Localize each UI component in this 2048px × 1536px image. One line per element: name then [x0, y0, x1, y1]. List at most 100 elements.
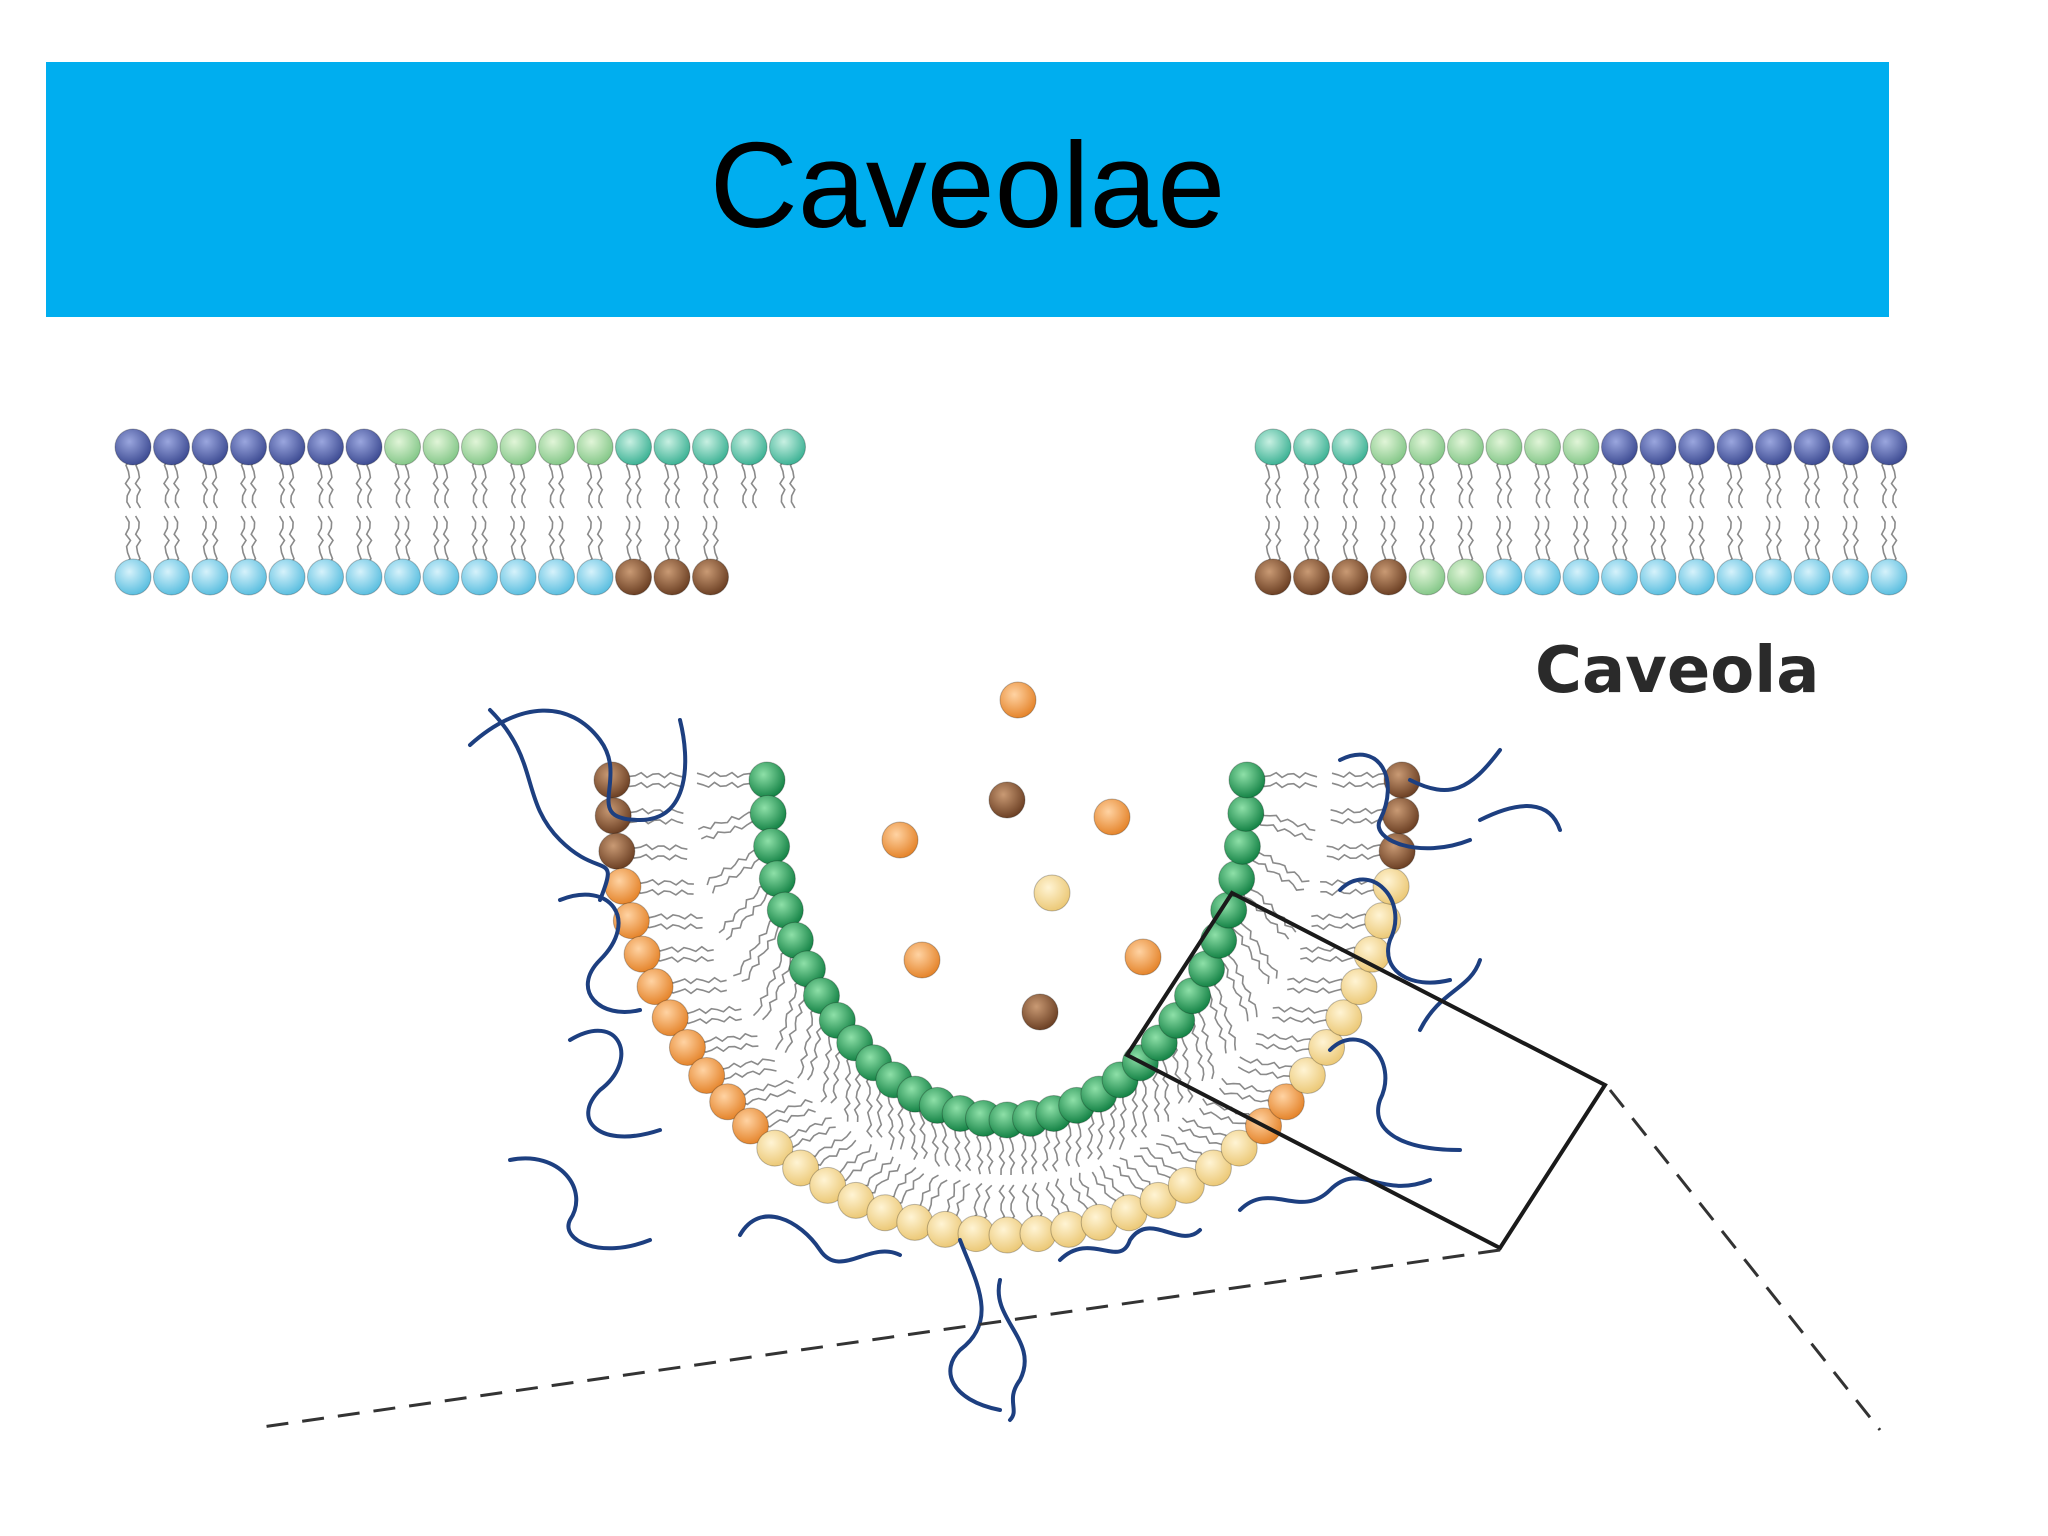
lipid-head [651, 999, 689, 1037]
lipid-head [809, 1166, 847, 1204]
lipid-head [268, 428, 306, 466]
lipid-head [688, 1056, 726, 1094]
lipid-head [576, 428, 614, 466]
lipid-head [1562, 428, 1600, 466]
lipid-head [749, 794, 787, 832]
caveolin-strand [1418, 958, 1482, 1032]
lipid-head [653, 428, 691, 466]
lipid-head [1755, 428, 1792, 466]
lipid-head [730, 428, 768, 466]
lipid-head [1364, 902, 1402, 940]
lipid-head [1447, 428, 1484, 466]
lipid-head [1832, 428, 1869, 466]
caveolin-strand [1328, 1037, 1462, 1152]
title-bar: Caveolae [46, 62, 1889, 317]
lipid-head [1870, 558, 1908, 596]
caveolin-strand [996, 1278, 1027, 1422]
caveolin-strand [948, 1238, 1002, 1412]
lipid-head [1562, 558, 1600, 596]
lipid-head [1408, 428, 1446, 466]
caveolin-strand [1338, 877, 1452, 985]
lipid-head [1716, 558, 1754, 596]
lipid-head [153, 428, 190, 466]
caveolin-strand [488, 708, 610, 902]
lipid-head [692, 558, 729, 596]
lipid-head [191, 428, 229, 466]
lipid-head [748, 761, 786, 799]
caveolin-strand [558, 892, 642, 1014]
lipid-head [1383, 761, 1421, 799]
dashed-projection-line [254, 1248, 1501, 1430]
lipid-head [1325, 999, 1363, 1037]
caveolin-strand [568, 1028, 662, 1139]
lipid-head [1678, 428, 1715, 466]
lipid-head [769, 428, 806, 466]
lumen-lipid [988, 781, 1026, 819]
lipid-head [692, 428, 729, 466]
caveolin-strand [738, 1214, 902, 1264]
lipid-head [307, 558, 344, 596]
dashed-projection-line [1608, 1089, 1882, 1431]
lipid-head [1601, 558, 1638, 596]
caveolin-proteins [468, 708, 1562, 1422]
lipid-head [668, 1028, 706, 1066]
lipid-head [191, 558, 229, 596]
caveolin-strand [508, 1156, 652, 1251]
lipid-head [1340, 968, 1378, 1006]
lipid-head [153, 558, 190, 596]
lipid-head [1639, 558, 1677, 596]
lumen-lipid [1033, 874, 1071, 912]
caveolin-strand [1058, 1226, 1202, 1262]
lipid-heads [114, 428, 1908, 1254]
lipid-head [1308, 1028, 1346, 1066]
lipid-head [604, 867, 642, 905]
lipid-head [709, 1083, 747, 1121]
caveolin-strand [1338, 752, 1472, 851]
lipid-head [1019, 1215, 1057, 1253]
lipid-head [615, 558, 652, 596]
lumen-lipid [999, 681, 1037, 719]
lipid-head [926, 1210, 964, 1248]
lipid-head [384, 558, 421, 596]
lipid-head [1223, 827, 1261, 865]
lipid-head [1832, 558, 1869, 596]
lipid-head [731, 1107, 769, 1145]
caveolin-strand [1408, 748, 1562, 832]
lipid-head [1167, 1166, 1205, 1204]
lipid-head [1370, 558, 1407, 596]
lipid-head [1139, 1181, 1177, 1219]
lipid-head [1370, 428, 1407, 466]
caveolin-strand [468, 708, 688, 823]
lipid-head [576, 558, 614, 596]
lipid-head [422, 428, 460, 466]
lipid-head [499, 558, 537, 596]
lipid-head [422, 558, 460, 596]
lipid-head [1601, 428, 1638, 466]
lipid-head [1485, 428, 1523, 466]
lipid-head [1293, 428, 1330, 466]
lipid-head [1716, 428, 1754, 466]
lipid-head [1755, 558, 1792, 596]
lipid-head [615, 428, 652, 466]
lumen-lipids [881, 681, 1162, 1031]
lumen-lipid [1093, 798, 1131, 836]
lipid-head [756, 1129, 794, 1167]
lipid-head [1870, 428, 1908, 466]
lipid-head [538, 558, 575, 596]
lipid-head [1194, 1149, 1232, 1187]
lipid-head [1447, 558, 1484, 596]
lipid-head [230, 558, 267, 596]
lipid-head [1218, 860, 1256, 898]
lipid-head [1267, 1083, 1305, 1121]
lipid-head [1372, 867, 1410, 905]
lipid-head [1524, 558, 1561, 596]
lipid-head [1639, 428, 1677, 466]
lipid-head [1793, 558, 1831, 596]
lumen-lipid [903, 941, 941, 979]
lipid-head [345, 428, 383, 466]
lipid-head [1524, 428, 1561, 466]
caveola-label: Caveola [1535, 634, 1819, 708]
lipid-head [1220, 1129, 1258, 1167]
lipid-head [499, 428, 537, 466]
lipid-head [1408, 558, 1446, 596]
